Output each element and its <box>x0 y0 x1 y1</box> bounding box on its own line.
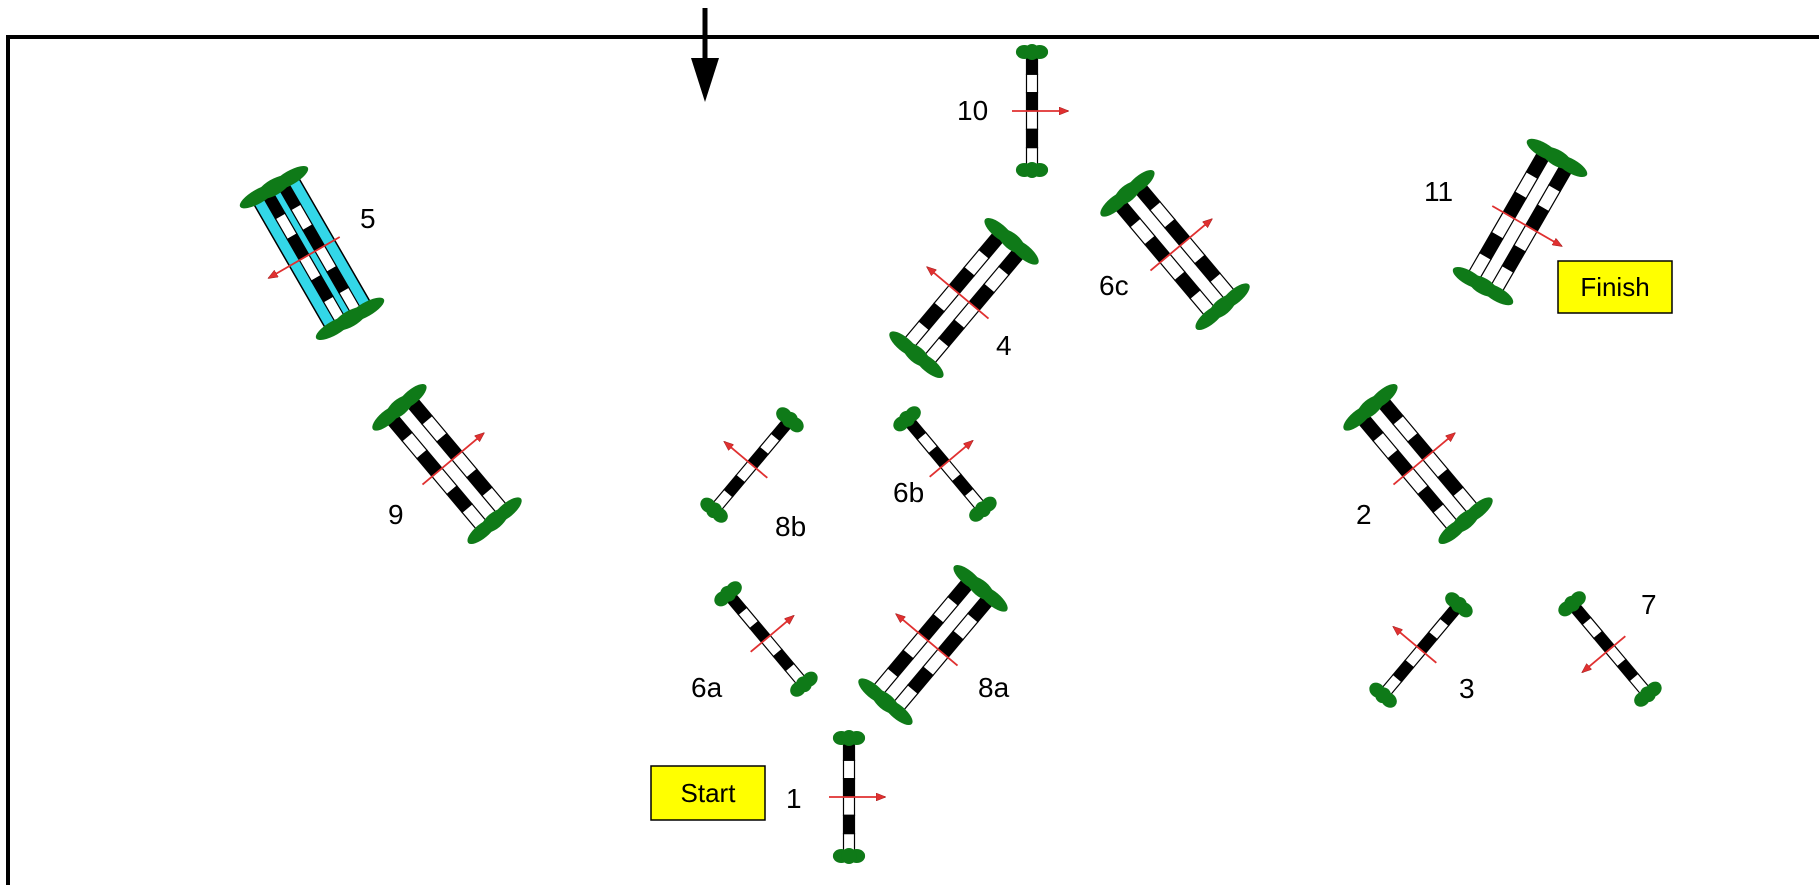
fences-layer <box>239 44 1662 864</box>
jump-labels: 1 2 3 4 5 6a 6b 6c 7 8a 8b 9 10 11 <box>360 95 1657 814</box>
jump-6a-fence <box>714 581 818 697</box>
jump-8b-fence <box>700 407 804 523</box>
jump-label-2: 2 <box>1356 499 1372 530</box>
jump-label-7: 7 <box>1641 589 1657 620</box>
jump-label-4: 4 <box>996 330 1012 361</box>
jump-label-1: 1 <box>786 783 802 814</box>
jump-2-fence <box>1343 383 1493 545</box>
finish-marker: Finish <box>1557 260 1673 314</box>
jump-7-fence <box>1558 591 1662 707</box>
jump-1-fence <box>829 730 885 864</box>
jump-11-fence <box>1452 138 1588 306</box>
jump-10-fence <box>1012 44 1068 178</box>
jump-label-9: 9 <box>388 499 404 530</box>
arena-border <box>6 35 1819 885</box>
jump-label-6a: 6a <box>691 672 723 703</box>
finish-label: Finish <box>1580 272 1649 302</box>
start-marker: Start <box>650 765 766 821</box>
jump-6b-fence <box>893 406 997 522</box>
jump-8a-fence <box>858 564 1008 726</box>
jump-label-8a: 8a <box>978 672 1010 703</box>
jump-label-6b: 6b <box>893 477 924 508</box>
jump-label-11: 11 <box>1424 176 1453 207</box>
jump-9-fence <box>372 383 522 545</box>
jump-label-8b: 8b <box>775 511 806 542</box>
jump-6c-fence <box>1100 169 1250 331</box>
jump-3-fence <box>1369 592 1473 708</box>
jump-4-fence <box>889 217 1039 379</box>
jump-label-5: 5 <box>360 203 376 234</box>
jump-5-fence <box>239 165 385 341</box>
jump-label-10: 10 <box>957 95 988 126</box>
start-label: Start <box>681 778 737 808</box>
jump-label-6c: 6c <box>1099 270 1129 301</box>
entry-arrow <box>691 8 719 102</box>
jump-label-3: 3 <box>1459 673 1475 704</box>
